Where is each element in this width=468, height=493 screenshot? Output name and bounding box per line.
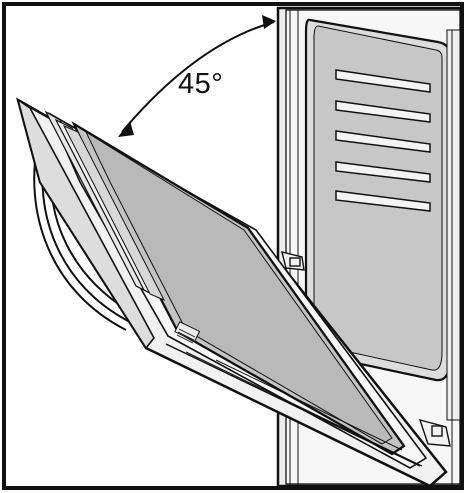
angle-arrow-head-top (262, 15, 276, 29)
angle-arrow (121, 21, 275, 133)
hinge-assembly (281, 251, 451, 447)
oven-shelf-rails (335, 69, 431, 212)
angle-arrow-head-bottom (118, 121, 134, 137)
oven-door-open (16, 97, 448, 488)
angle-label: 45° (178, 68, 224, 100)
